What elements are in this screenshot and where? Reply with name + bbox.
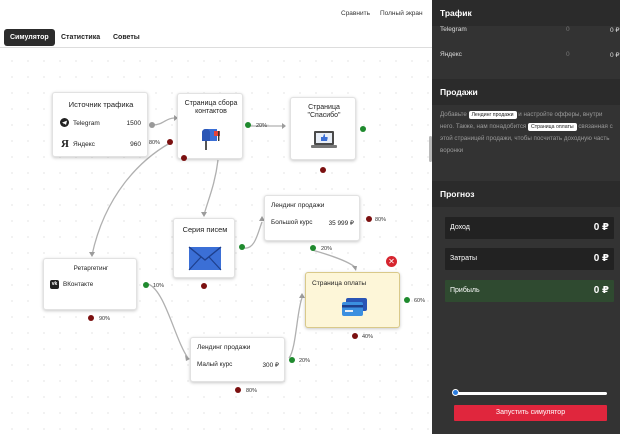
- fullscreen-button[interactable]: Полный экран: [380, 10, 423, 17]
- simulation-slider[interactable]: [454, 392, 607, 395]
- simulator-panel: Трафик Telegram 0 0 ₽ Яндекс 0 0 ₽ Прода…: [432, 0, 620, 434]
- node-sales-landing-small[interactable]: Лендинг продажи Малый курс 300 ₽: [190, 337, 285, 382]
- traffic-row-money: 0 ₽: [610, 52, 620, 59]
- telegram-icon: [60, 118, 69, 127]
- output-port[interactable]: [149, 122, 155, 128]
- product-price[interactable]: 35 999 ₽: [328, 220, 354, 227]
- forecast-value: 0 ₽: [593, 285, 609, 296]
- output-port[interactable]: [360, 126, 366, 132]
- chip-payment-page[interactable]: Страница оплаты: [528, 123, 577, 131]
- sales-hint-text: Добавьте: [440, 111, 467, 118]
- tab-bar: Симулятор Статистика Советы: [0, 26, 432, 48]
- node-title: Лендинг продажи: [271, 202, 325, 209]
- output-port[interactable]: [245, 122, 251, 128]
- traffic-name: Яндекс: [73, 141, 95, 148]
- node-title: Лендинг продажи: [197, 344, 251, 351]
- mailbox-icon: [200, 128, 224, 152]
- forecast-profit: Прибыль 0 ₽: [445, 280, 614, 302]
- conversion-percent: 20%: [321, 246, 333, 252]
- conversion-percent: 10%: [153, 283, 165, 289]
- credit-card-icon: [341, 297, 368, 319]
- top-bar: Сравнить Полный экран: [0, 0, 432, 26]
- conversion-percent: 40%: [362, 334, 374, 340]
- output-port[interactable]: [352, 333, 358, 339]
- envelope-icon: [188, 246, 222, 273]
- tab-tips[interactable]: Советы: [113, 34, 140, 41]
- retarget-network: ВКонтакте: [63, 281, 94, 288]
- output-port[interactable]: [366, 216, 372, 222]
- close-icon[interactable]: ✕: [386, 256, 397, 267]
- traffic-name: Telegram: [73, 120, 100, 127]
- forecast-costs: Затраты 0 ₽: [445, 248, 614, 270]
- traffic-row-telegram: Telegram 0 0 ₽: [432, 20, 620, 46]
- traffic-row-count: 0: [566, 26, 570, 33]
- output-port[interactable]: [310, 245, 316, 251]
- traffic-row-name: Telegram: [440, 26, 467, 33]
- forecast-income: Доход 0 ₽: [445, 217, 614, 239]
- output-port[interactable]: [201, 283, 207, 289]
- compare-button[interactable]: Сравнить: [341, 10, 370, 17]
- traffic-row-count: 0: [566, 51, 570, 58]
- traffic-value[interactable]: 960: [130, 141, 141, 148]
- traffic-header: Трафик: [432, 0, 620, 26]
- node-traffic-source[interactable]: Источник трафика Telegram 1500 Я Яндекс …: [52, 92, 148, 157]
- forecast-value: 0 ₽: [593, 222, 609, 233]
- output-port[interactable]: [181, 155, 187, 161]
- forecast-value: 0 ₽: [593, 253, 609, 264]
- output-port[interactable]: [235, 387, 241, 393]
- conversion-percent: 90%: [99, 316, 111, 322]
- tab-simulator[interactable]: Симулятор: [4, 29, 55, 46]
- output-port[interactable]: [289, 357, 295, 363]
- sales-header: Продажи: [432, 79, 620, 105]
- node-retargeting[interactable]: Ретаргетинг vk ВКонтакте: [43, 258, 137, 310]
- traffic-row-name: Яндекс: [440, 51, 462, 58]
- forecast-header: Прогноз: [432, 181, 620, 207]
- forecast-label: Затраты: [450, 255, 478, 262]
- conversion-percent: 60%: [414, 298, 426, 304]
- sales-hint-text: и настройте офферы, внутри него. Также, …: [440, 111, 603, 130]
- node-title: Источник трафика: [68, 100, 134, 109]
- vk-icon: vk: [50, 280, 59, 289]
- sales-hint-text: связанная с этой страницей продажи, чтоб…: [440, 123, 613, 154]
- output-port[interactable]: [167, 139, 173, 145]
- node-title: Страница оплаты: [312, 280, 367, 287]
- run-simulator-button[interactable]: Запустить симулятор: [454, 405, 607, 421]
- product-price[interactable]: 300 ₽: [262, 362, 279, 369]
- chip-sales-landing[interactable]: Лендинг продажи: [468, 111, 517, 119]
- conversion-percent: 20%: [299, 358, 311, 364]
- conversion-percent: 80%: [375, 217, 387, 223]
- node-title: Страница сбора контактов: [184, 100, 238, 115]
- output-port[interactable]: [239, 244, 245, 250]
- node-title: Ретаргетинг: [73, 265, 109, 272]
- traffic-value[interactable]: 1500: [126, 120, 141, 127]
- conversion-percent: 80%: [246, 388, 258, 394]
- node-thank-you-page[interactable]: Страница "Спасибо": [290, 97, 356, 160]
- output-port[interactable]: [88, 315, 94, 321]
- node-contact-capture[interactable]: Страница сбора контактов: [177, 93, 243, 159]
- workspace: Сравнить Полный экран Симулятор Статисти…: [0, 0, 432, 434]
- tab-statistics[interactable]: Статистика: [61, 34, 101, 41]
- output-port[interactable]: [404, 297, 410, 303]
- traffic-row-money: 0 ₽: [610, 27, 620, 34]
- node-sales-landing-big[interactable]: Лендинг продажи Большой курс 35 999 ₽: [264, 195, 360, 241]
- yandex-icon: Я: [61, 138, 69, 150]
- node-email-series[interactable]: Серия писем: [173, 218, 235, 278]
- conversion-percent: 80%: [149, 140, 161, 146]
- product-name: Большой курс: [271, 219, 313, 226]
- forecast-label: Прибыль: [450, 287, 480, 294]
- slider-handle[interactable]: [452, 389, 459, 396]
- canvas-scrollbar[interactable]: [429, 136, 432, 162]
- node-title: Серия писем: [182, 225, 228, 234]
- conversion-percent: 20%: [256, 123, 268, 129]
- node-title: Страница "Спасибо": [307, 104, 341, 119]
- sales-hint: Добавьте Лендинг продажи и настройте офф…: [440, 109, 618, 157]
- product-name: Малый курс: [197, 361, 233, 368]
- traffic-row-yandex: Яндекс 0 0 ₽: [432, 45, 620, 71]
- laptop-like-icon: [311, 130, 337, 154]
- output-port[interactable]: [143, 282, 149, 288]
- forecast-label: Доход: [450, 224, 470, 231]
- node-payment-page[interactable]: Страница оплаты: [305, 272, 400, 328]
- output-port[interactable]: [320, 167, 326, 173]
